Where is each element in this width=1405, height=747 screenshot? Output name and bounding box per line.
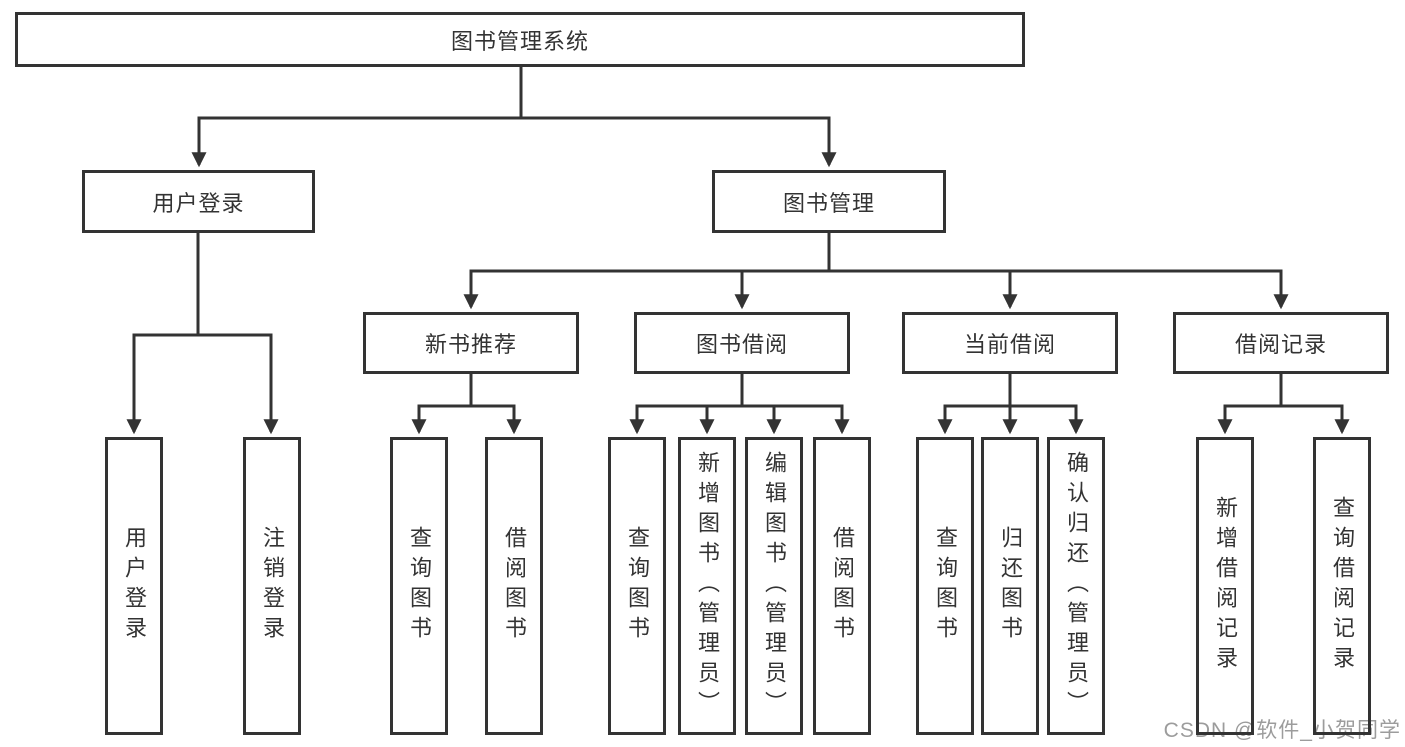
leaf-borrow-books: 借阅图书 <box>813 437 871 735</box>
node-book-borrow: 图书借阅 <box>634 312 850 374</box>
leaf-query-borrow-record: 查询借阅记录 <box>1313 437 1371 735</box>
leaf-add-borrow-record: 新增借阅记录 <box>1196 437 1254 735</box>
leaf-logout: 注销登录 <box>243 437 301 735</box>
leaf-query-books-recommend: 查询图书 <box>390 437 448 735</box>
leaf-user-login: 用户登录 <box>105 437 163 735</box>
node-new-book-recommend: 新书推荐 <box>363 312 579 374</box>
leaf-query-books-borrow: 查询图书 <box>608 437 666 735</box>
leaf-query-books-current: 查询图书 <box>916 437 974 735</box>
node-user-login: 用户登录 <box>82 170 315 233</box>
leaf-borrow-books-recommend: 借阅图书 <box>485 437 543 735</box>
csdn-watermark: CSDN @软件_小贺同学 <box>1163 719 1401 742</box>
leaf-add-books-admin: 新增图书（管理员） <box>678 437 736 735</box>
node-library-management-system: 图书管理系统 <box>15 12 1025 67</box>
node-book-management: 图书管理 <box>712 170 946 233</box>
node-current-borrow: 当前借阅 <box>902 312 1118 374</box>
node-borrow-records: 借阅记录 <box>1173 312 1389 374</box>
leaf-return-books: 归还图书 <box>981 437 1039 735</box>
leaf-confirm-return-admin: 确认归还（管理员） <box>1047 437 1105 735</box>
leaf-edit-books-admin: 编辑图书（管理员） <box>745 437 803 735</box>
